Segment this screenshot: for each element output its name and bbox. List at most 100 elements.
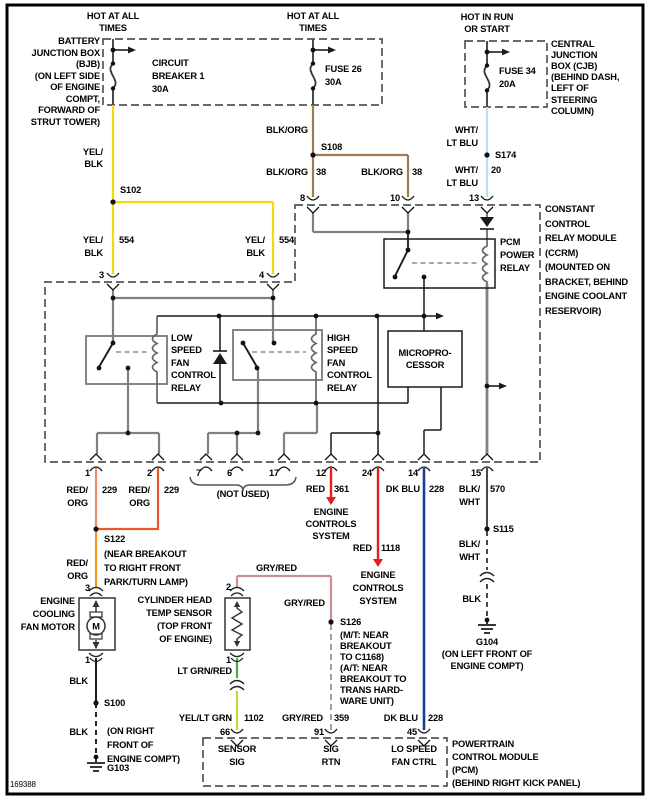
- micro-label: MICROPRO-: [399, 348, 452, 358]
- fuse26-label: 30A: [325, 77, 342, 87]
- wire-label: DK BLU: [386, 484, 421, 494]
- wire-label: RED/: [128, 485, 150, 495]
- hot-label: HOT IN RUN: [461, 12, 514, 22]
- relay-linkage-dashes: [116, 262, 478, 353]
- wire-label: RED: [353, 543, 373, 553]
- ccrm-pin-number: 4: [259, 270, 265, 280]
- not-used-brace: [189, 476, 297, 492]
- ccrm-label: RESERVOIR): [545, 306, 601, 316]
- splice-note: PARK/TURN LAMP): [104, 577, 188, 587]
- low-relay-coil-icon: [151, 316, 159, 403]
- ccrm-pin-number: 17: [269, 468, 279, 478]
- component-pin-number: 3: [85, 583, 90, 593]
- wire-gry-red: [235, 574, 333, 622]
- wire-red-org-229-pin2: [96, 468, 160, 531]
- pcm-pin-name: SIG: [323, 744, 339, 754]
- wire-label: RED/: [66, 558, 88, 568]
- pcm-label: (PCM): [452, 765, 478, 775]
- relay-contact-arms: [98, 249, 409, 368]
- ccrm-pin-number: 14: [408, 468, 419, 478]
- pcm-label: (BEHIND RIGHT KICK PANEL): [452, 778, 580, 788]
- ground-note: FRONT OF: [107, 740, 154, 750]
- fuse34-label: FUSE 34: [499, 66, 537, 76]
- pcm-pin-name: RTN: [322, 757, 341, 767]
- wire-label: LT BLU: [447, 178, 479, 188]
- wire-label: BLK/ORG: [361, 167, 403, 177]
- motor-label: COOLING: [33, 609, 75, 619]
- page-border: [5, 3, 645, 796]
- cjb-label: CENTRAL: [551, 39, 595, 49]
- high-relay-label: HIGH: [327, 333, 350, 343]
- pcm-pin-name: LO SPEED: [391, 744, 437, 754]
- wire-label: GRY/RED: [282, 713, 323, 723]
- splice-note: (A/T: NEAR: [340, 663, 388, 673]
- circuit-number: 228: [429, 484, 444, 494]
- circuit-number: 1102: [244, 713, 264, 723]
- cjb-label: BOX (CJB): [551, 61, 597, 71]
- fan-motor-brush-bottom: [89, 633, 103, 640]
- pcm-pin-name: SENSOR: [218, 744, 257, 754]
- wire-label: BLK: [84, 248, 103, 258]
- splice-s122-label: S122: [104, 534, 125, 544]
- low-relay-label: SPEED: [171, 345, 202, 355]
- wire-label: BLK: [84, 159, 103, 169]
- junction-dots: [93, 47, 490, 760]
- fuse34-icon: [483, 65, 491, 91]
- ccrm-pin-number: 13: [469, 193, 479, 203]
- pcm-power-relay-box: [383, 238, 496, 289]
- wire-yel-blk-554: [111, 105, 275, 274]
- diode-pin13-icon: [480, 217, 494, 227]
- inline-connector-icons: [229, 571, 495, 691]
- ccrm-label: RELAY MODULE: [545, 233, 617, 243]
- circuit-number: 229: [164, 485, 179, 495]
- bjb-label: STRUT TOWER): [31, 117, 100, 127]
- circuit-number: 38: [316, 167, 326, 177]
- fan-motor-box: [78, 597, 116, 651]
- low-fan-relay-contact-box: [85, 335, 168, 385]
- engine-controls-label: SYSTEM: [312, 531, 350, 541]
- ccrm-internal-gray-wiring: [95, 213, 410, 454]
- pcm-pin-name: FAN CTRL: [392, 757, 437, 767]
- circuit-number: 229: [102, 485, 117, 495]
- ccrm-label: (CCRM): [545, 248, 578, 258]
- motor-m-label: M: [92, 622, 100, 632]
- wire-label: YEL/: [83, 235, 104, 245]
- wire-label: BLK: [246, 248, 265, 258]
- circuit-number: 1118: [381, 543, 400, 553]
- wire-label: BLK/ORG: [266, 167, 308, 177]
- cjb-box: [464, 40, 548, 108]
- ccrm-pin-number: 24: [362, 468, 373, 478]
- ccrm-pin-number: 8: [300, 193, 305, 203]
- component-pin-connector-icons: [88, 586, 245, 663]
- ccrm-pin-number: 15: [471, 468, 481, 478]
- high-fan-relay-contact-box: [232, 329, 323, 381]
- engine-controls-label: CONTROLS: [353, 583, 404, 593]
- bjb-box: [102, 38, 383, 106]
- splice-note: TO C1168): [340, 652, 384, 662]
- g103-ground-icon: [87, 757, 105, 772]
- wire-label: BLK/: [459, 484, 481, 494]
- cht-sensor: [224, 597, 251, 651]
- splice-s102-label: S102: [120, 185, 141, 195]
- motor-label: FAN MOTOR: [21, 622, 76, 632]
- high-relay-label: RELAY: [327, 383, 358, 393]
- bjb-label: COMPT,: [66, 94, 100, 104]
- ccrm-pin-number: 10: [390, 193, 400, 203]
- splice-note: (M/T: NEAR: [340, 630, 389, 640]
- cht-label: TEMP SENSOR: [146, 608, 212, 618]
- cht-label: CYLINDER HEAD: [138, 595, 213, 605]
- wire-label: RED: [306, 484, 326, 494]
- circuit-number: 20: [491, 165, 501, 175]
- wire-label: BLK/ORG: [266, 125, 308, 135]
- component-pin-number: 1: [85, 655, 90, 665]
- hot-label: HOT AT ALL: [287, 11, 340, 21]
- low-relay-label: FAN: [171, 358, 190, 368]
- wire-label: YEL/: [83, 147, 104, 157]
- high-relay-label: SPEED: [327, 345, 358, 355]
- ground-note: ENGINE COMPT): [107, 754, 180, 764]
- bjb-label: (BJB): [76, 59, 100, 69]
- wire-label: ORG: [67, 571, 88, 581]
- high-relay-coil-icon: [310, 316, 318, 403]
- wire-blk-org-38: [311, 105, 410, 197]
